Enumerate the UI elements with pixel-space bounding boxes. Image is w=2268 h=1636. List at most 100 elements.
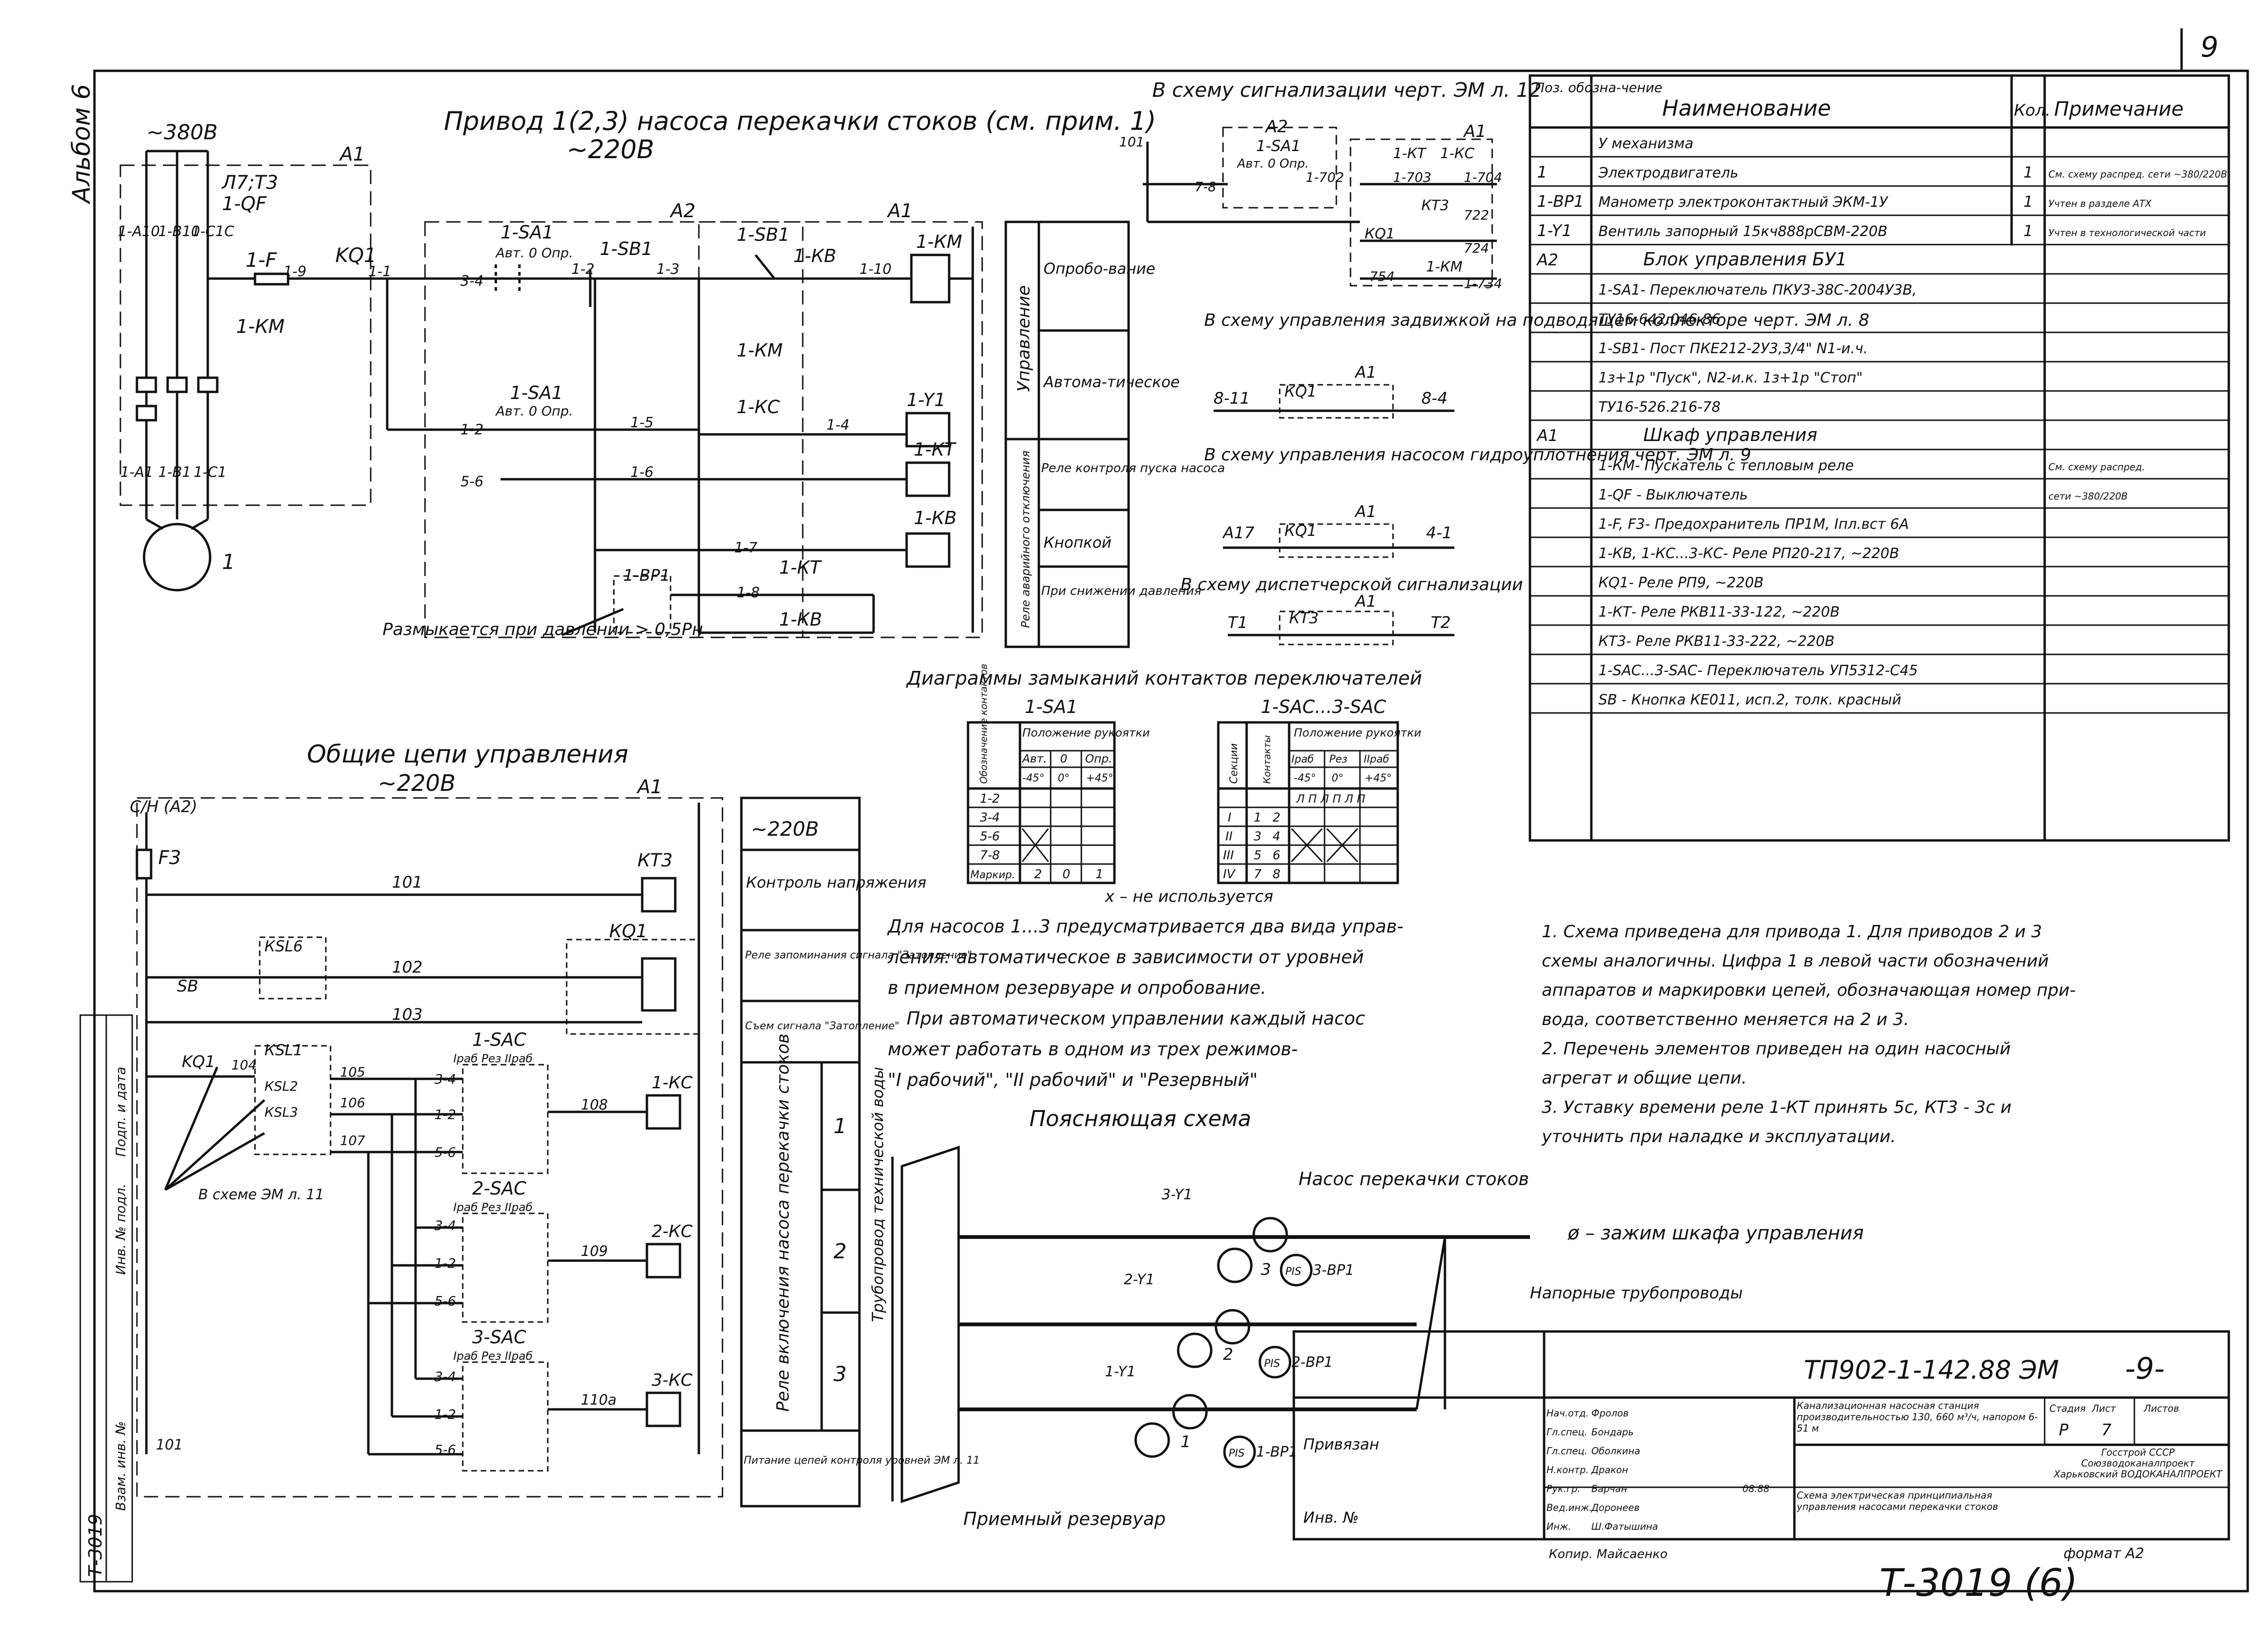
contactor-label: 1-КМ xyxy=(236,316,285,338)
kc3-coil xyxy=(646,1391,681,1427)
seal-title: В схему управления насосом гидроуплотнен… xyxy=(1204,445,1751,465)
sa1-header-contacts: Обозначение контактов xyxy=(978,664,989,784)
wire-3-4: 3-4 xyxy=(460,273,484,289)
general-box-a1 xyxy=(136,797,723,1498)
table-cell-name: 1-SAC...3-SAC- Переключатель УП5312-С45 xyxy=(1598,662,1918,679)
drive-voltage: ~220В xyxy=(567,135,654,164)
wire-b1: 1-В1 xyxy=(158,464,191,481)
sac2-c12: 1-2 xyxy=(434,1255,456,1271)
name-2: Оболкина xyxy=(1591,1445,1640,1457)
wire-1-7: 1-7 xyxy=(734,540,757,556)
sac-row-2-a: 3 xyxy=(1254,830,1262,844)
kt-label: 1-КТ xyxy=(914,439,957,460)
seal-left: А17 xyxy=(1222,524,1255,543)
sheet-frame xyxy=(93,69,2249,1593)
pis-2: PIS xyxy=(1264,1358,1280,1370)
signal-wire-1703: 1-703 xyxy=(1393,170,1431,185)
sac-row-4-a: 7 xyxy=(1254,867,1262,882)
wire-1-6: 1-6 xyxy=(630,464,654,481)
signal-wire-722: 722 xyxy=(1464,207,1489,223)
signal-wire-754: 754 xyxy=(1369,269,1394,284)
general-wire-109: 109 xyxy=(581,1243,608,1260)
control-right: 8-4 xyxy=(1421,389,1448,408)
name-6: Ш.Фатышина xyxy=(1591,1521,1658,1532)
right-note-line: аппаратов и маркировки цепей, обозначающ… xyxy=(1542,981,2076,1000)
sa1-row-78: 7-8 xyxy=(980,848,1000,863)
table-cell-name: У механизма xyxy=(1598,136,1693,152)
general-sb: SB xyxy=(177,977,198,996)
kt3-coil xyxy=(641,877,677,913)
general-wire-106: 106 xyxy=(340,1095,365,1110)
table-cell-name: Манометр электроконтактный ЭКМ-1У xyxy=(1598,194,1888,211)
seal-schematic: В схему управления насосом гидроуплотнен… xyxy=(1204,445,1751,558)
table-cell-note: См. схему распред. сети ~380/220В xyxy=(2048,169,2227,180)
elements-table: Поз. обозна-чение Наименование Кол. Прим… xyxy=(1529,74,2230,842)
breaker-label: 1-QF xyxy=(222,193,267,215)
km-coil xyxy=(910,254,951,304)
sac-row-1-b: 2 xyxy=(1273,811,1281,825)
table-cell-name: SВ - Кнопка КЕ011, исп.2, толк. красный xyxy=(1598,692,1901,708)
mid-note-line: При автоматическом управлении каждый нас… xyxy=(907,1008,1365,1029)
sac-row-2-sec: II xyxy=(1225,830,1232,844)
role-4: Рук.гр. xyxy=(1546,1483,1580,1494)
general-sac2-pos: Iраб Рез IIраб xyxy=(453,1201,533,1214)
signal-schematic: В схему сигнализации черт. ЭМ л. 12 А2 А… xyxy=(1119,78,1542,291)
pump-num-3: 3 xyxy=(1261,1260,1271,1279)
sa1-angle-1: 0° xyxy=(1058,772,1070,784)
breaker-poles: Л7;Т3 xyxy=(221,172,278,194)
side-row-0: Контроль напряжения xyxy=(746,873,926,891)
general-wire-101-bottom: 101 xyxy=(156,1437,183,1453)
format-label: формат А2 xyxy=(2064,1545,2144,1562)
a1-ctrl-label: А1 xyxy=(886,200,913,222)
sa1-label-2: 1-SA1 xyxy=(510,382,563,403)
margin-sign: Подп. и дата xyxy=(113,1067,128,1157)
pump-num-2: 2 xyxy=(1223,1345,1233,1364)
signal-title: В схему сигнализации черт. ЭМ л. 12 xyxy=(1152,78,1542,102)
a2-label: А2 xyxy=(669,200,696,222)
sa1-positions-2: Авт. 0 Опр. xyxy=(495,403,573,419)
table-cell-name: 1-КВ, 1-КС...3-КС- Реле РП20-217, ~220В xyxy=(1598,545,1899,562)
wire-1-4: 1-4 xyxy=(826,417,849,433)
table-cell-name: Блок управления БУ1 xyxy=(1643,249,1847,270)
side-pump-2: 2 xyxy=(833,1239,847,1263)
kc2-coil xyxy=(646,1243,681,1279)
table-cell-note: сети ~380/220В xyxy=(2048,491,2128,502)
pressure-pipe-label: Напорные трубопроводы xyxy=(1530,1284,1743,1303)
stamp-number: Т-3019 (6) xyxy=(1879,1561,2078,1605)
wire-a1: 1-А1 xyxy=(120,464,153,481)
control-schematic: В схему управления задвижкой на подводящ… xyxy=(1204,311,1869,419)
signal-a1: А1 xyxy=(1463,122,1487,141)
stage-h-2: Листов xyxy=(2143,1403,2179,1414)
sac-header-position: Положение рукоятки xyxy=(1294,726,1421,739)
sac-pos-2: IIраб xyxy=(1364,754,1389,765)
signal-wire-101: 101 xyxy=(1119,134,1144,150)
sa1-mark-0: 2 xyxy=(1034,867,1042,882)
right-note-line: схемы аналогичны. Цифра 1 в левой части … xyxy=(1542,951,2049,971)
table-cell-name: КТ3- Реле РКВ11-33-222, ~220В xyxy=(1598,633,1835,650)
wire-c1c: 1-С1С xyxy=(191,223,234,240)
table-cell-name: КQ1- Реле РП9, ~220В xyxy=(1598,575,1764,591)
general-wire-102: 102 xyxy=(392,958,423,977)
y1-label: 1-Y1 xyxy=(907,390,946,410)
signal-switch-pos: Авт. 0 Опр. xyxy=(1236,157,1309,171)
sa1-angle-0: -45° xyxy=(1022,772,1045,784)
sac-row-1-sec: I xyxy=(1228,811,1232,825)
table-cell-qty: 1 xyxy=(2023,163,2033,181)
sa1-pos-1: 0 xyxy=(1060,752,1067,765)
title-mark: -9- xyxy=(2125,1351,2165,1386)
table-cell-name: Вентиль запорный 15кч888рСВМ-220В xyxy=(1598,223,1887,240)
general-kq1-contact: KQ1 xyxy=(182,1052,215,1071)
general-wire-104: 104 xyxy=(231,1057,256,1073)
side-auto: Автома-тическое xyxy=(1043,373,1180,391)
control-a1: А1 xyxy=(1354,363,1376,382)
general-wire-103: 103 xyxy=(392,1005,423,1024)
table-cell-name: 1-SB1- Пост ПКЕ212-2У3,3/4" N1-и.ч. xyxy=(1598,340,1868,357)
general-sac3-pos: Iраб Рез IIраб xyxy=(453,1349,533,1363)
sb1-label: 1-SB1 xyxy=(600,238,653,259)
role-0: Нач.отд. xyxy=(1546,1407,1589,1419)
general-source: С/Н (А2) xyxy=(130,797,197,816)
table-cell-pos: А1 xyxy=(1536,426,1558,445)
signal-wire-1704: 1-704 xyxy=(1464,170,1502,185)
mid-note-line: в приемном резервуаре и опробование. xyxy=(888,977,1266,998)
